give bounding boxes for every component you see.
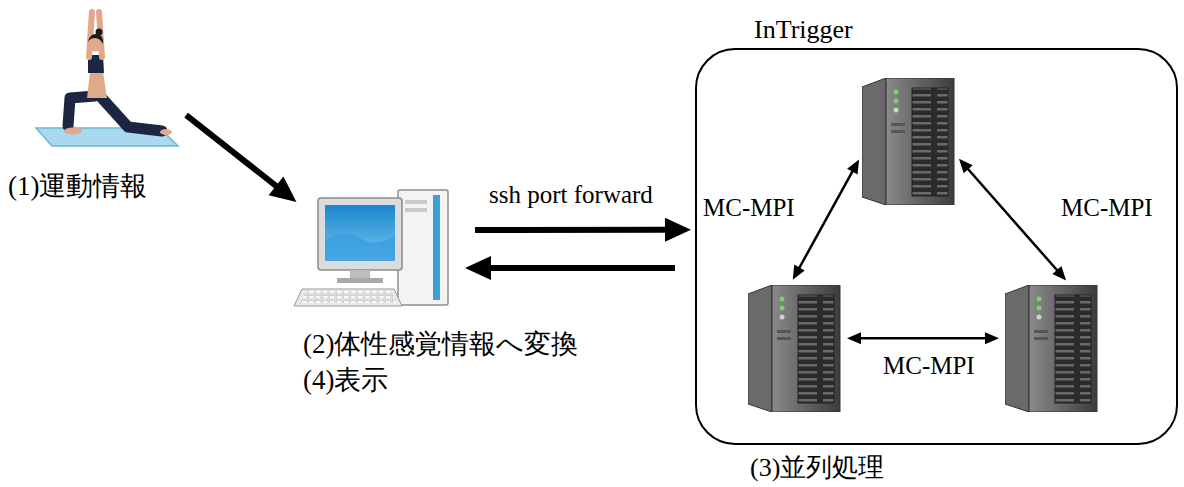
connector-arrow xyxy=(793,159,859,279)
computer-icon xyxy=(294,190,448,306)
client-computer: (2)体性感覚情報へ変換(4)表示 xyxy=(298,185,463,315)
sensor-source: (1)運動情報 xyxy=(5,5,183,212)
connector-arrow xyxy=(959,159,1066,281)
connector-arrow xyxy=(465,256,675,280)
connector-label: MC-MPI xyxy=(1058,194,1156,222)
arrow-head xyxy=(847,332,861,344)
connector-line xyxy=(799,170,854,269)
arrow-head xyxy=(1052,266,1066,280)
server-icon xyxy=(748,285,840,412)
connector-line xyxy=(967,168,1058,272)
connector-label: MC-MPI xyxy=(700,194,798,222)
node-label: (1)運動情報 xyxy=(8,172,147,202)
arrow-head xyxy=(665,218,691,242)
connector-line xyxy=(186,115,277,187)
connector-arrow xyxy=(475,218,691,242)
connector-label: ssh port forward xyxy=(486,181,656,209)
arrow-head xyxy=(959,159,973,173)
server-node xyxy=(1005,285,1098,412)
arrow-head xyxy=(985,332,999,344)
cluster-region: InTrigger(3)並列処理 xyxy=(695,48,1178,445)
arrow-head xyxy=(793,265,805,280)
connector-line xyxy=(475,227,667,233)
yoga-person xyxy=(36,12,178,146)
arrow-head xyxy=(269,176,297,202)
connector-arrow xyxy=(186,115,296,202)
arrow-head xyxy=(465,256,491,280)
server-icon xyxy=(1005,285,1097,412)
connector-label: MC-MPI xyxy=(880,352,978,380)
node-label: InTrigger xyxy=(754,16,853,45)
node-sublabel: (4)表示 xyxy=(303,366,388,396)
connector-line xyxy=(489,265,675,271)
arrow-head xyxy=(847,159,859,174)
server-node xyxy=(862,78,955,205)
connector-arrow xyxy=(847,332,999,344)
server-node xyxy=(748,285,841,412)
server-icon xyxy=(862,78,954,205)
node-label: (2)体性感覚情報へ変換 xyxy=(303,330,578,360)
node-sublabel: (3)並列処理 xyxy=(750,454,884,483)
connector-line xyxy=(859,337,987,340)
